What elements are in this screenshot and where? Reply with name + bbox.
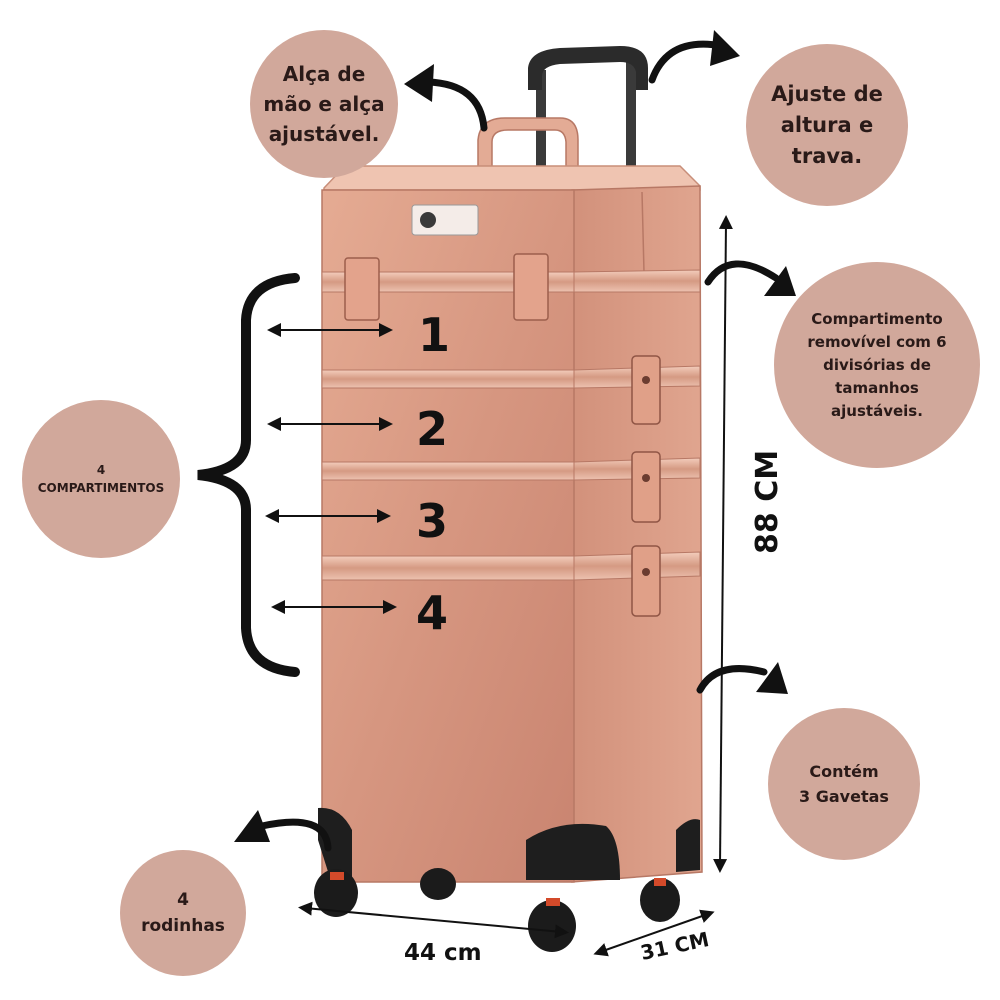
bubble-handle: Alça de mão e alça ajustável. xyxy=(250,30,398,178)
compartments-brace xyxy=(197,273,300,677)
bubble-wheels-text: 4 rodinhas xyxy=(141,890,225,936)
side-locks xyxy=(631,355,661,617)
bubble-handle-text: Alça de mão e alça ajustável. xyxy=(263,62,385,146)
compartment-number-4: 4 xyxy=(416,586,449,640)
top-carry-handle xyxy=(477,117,579,171)
bubble-drawers: Contém 3 Gavetas xyxy=(768,708,920,860)
bubble-removable-compartment-text: Compartimento removível com 6 divisórias… xyxy=(807,309,947,420)
compartment-arrows xyxy=(265,323,397,614)
compartment-number-1: 1 xyxy=(418,308,451,362)
width-label: 44 cm xyxy=(404,940,482,966)
bubble-compartments: 4 COMPARTIMENTOS xyxy=(22,400,180,558)
compartment-number-3: 3 xyxy=(416,494,449,548)
compartment-number-2: 2 xyxy=(416,402,449,456)
width-dimension-line xyxy=(298,901,569,939)
telescopic-handle xyxy=(528,46,648,170)
bubble-height-lock-text: Ajuste de altura e trava. xyxy=(771,81,883,168)
height-label: 88 CM xyxy=(750,449,785,554)
bubble-removable-compartment: Compartimento removível com 6 divisórias… xyxy=(774,262,980,468)
depth-dimension-line xyxy=(593,909,715,957)
bubble-drawers-text: Contém 3 Gavetas xyxy=(799,762,889,806)
pointer-arrows xyxy=(258,40,780,852)
front-latches xyxy=(344,253,549,321)
bubble-compartments-text: 4 COMPARTIMENTOS xyxy=(37,463,165,495)
bubble-wheels: 4 rodinhas xyxy=(120,850,246,976)
height-dimension-line xyxy=(713,215,733,873)
bubble-height-lock: Ajuste de altura e trava. xyxy=(746,44,908,206)
